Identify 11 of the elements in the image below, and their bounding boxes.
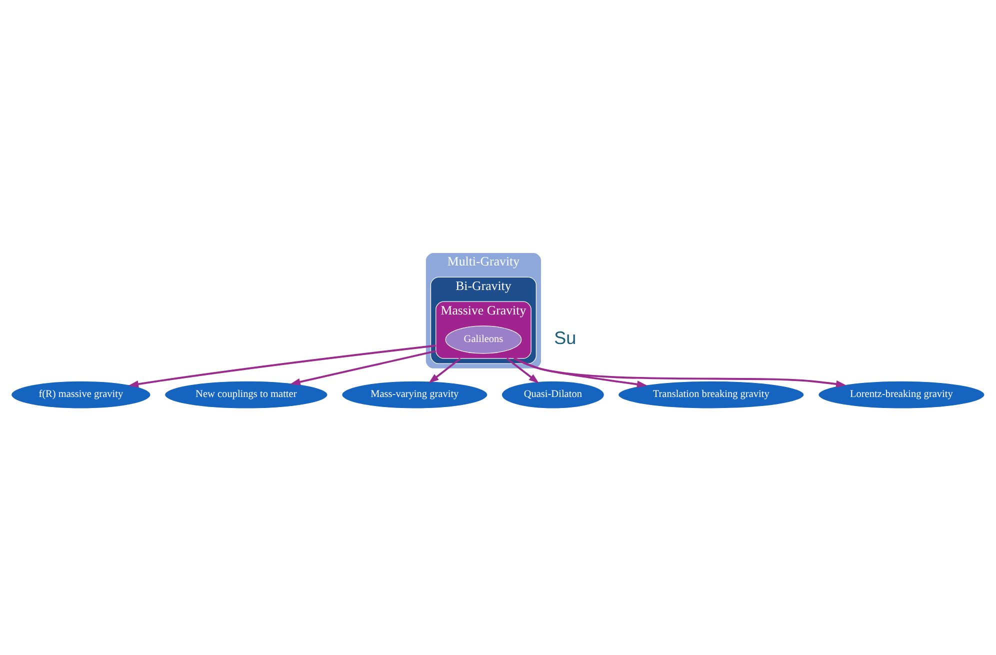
arrow — [506, 357, 540, 383]
node-ellipse: Galileons — [445, 325, 522, 354]
node-ellipse: New couplings to matter — [164, 380, 328, 408]
node-ellipse: Mass-varying gravity — [342, 380, 488, 408]
label: Su — [554, 328, 576, 348]
arrow — [428, 357, 461, 383]
node-ellipse: Quasi-Dilaton — [501, 380, 605, 408]
arrow — [290, 350, 436, 385]
arrow — [128, 344, 436, 388]
arrow — [513, 357, 846, 388]
arrow — [514, 357, 648, 388]
